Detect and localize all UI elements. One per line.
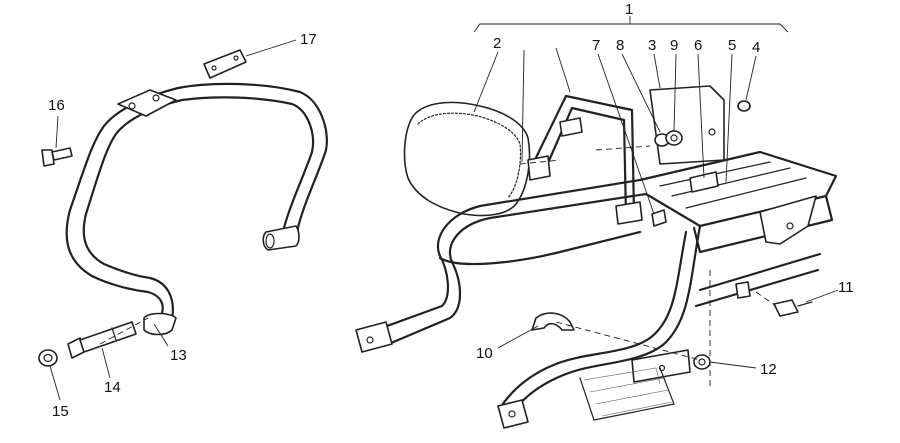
- callout-labels: 1 2 3 4 5 6 7 8 9 10 11 12 13 14 15 16 1…: [48, 1, 854, 420]
- callout-1: 1: [625, 1, 633, 18]
- bolt-14-part: [67, 321, 137, 359]
- callout-3: 3: [648, 37, 656, 54]
- callout-17: 17: [300, 31, 317, 48]
- rear-plate-part: [649, 85, 725, 165]
- callout-6: 6: [694, 37, 702, 54]
- spacer-6-part: [689, 171, 719, 193]
- callout-15: 15: [52, 403, 69, 420]
- callout-4: 4: [752, 39, 760, 56]
- backrest-cushion-part: [403, 101, 531, 217]
- callout-leaders: [49, 16, 839, 401]
- callout-8: 8: [616, 37, 624, 54]
- callout-13: 13: [170, 347, 187, 364]
- nut-15-part: [38, 349, 58, 367]
- screw-4-part: [737, 100, 751, 112]
- nut-9-part: [665, 130, 683, 146]
- group-1-brace: [473, 23, 789, 33]
- callout-10: 10: [476, 345, 493, 362]
- lower-bracket-part: [579, 349, 691, 421]
- callout-5: 5: [728, 37, 736, 54]
- backrest-frame-part: [527, 94, 643, 225]
- callout-9: 9: [670, 37, 678, 54]
- callout-11: 11: [838, 279, 854, 296]
- bracket-plate-part: [203, 49, 247, 79]
- clamp-10-part: [531, 312, 575, 331]
- assembly-dashed-lines: [99, 145, 777, 386]
- screw-16-part: [41, 147, 73, 167]
- screw-7-part: [651, 209, 667, 227]
- callout-12: 12: [760, 361, 777, 378]
- crash-bar-part: [65, 82, 328, 336]
- callout-16: 16: [48, 97, 65, 114]
- callout-14: 14: [104, 379, 121, 396]
- callout-2: 2: [493, 35, 501, 52]
- screw-11-part: [773, 299, 813, 317]
- callout-7: 7: [592, 37, 600, 54]
- nut-12-part: [693, 354, 711, 370]
